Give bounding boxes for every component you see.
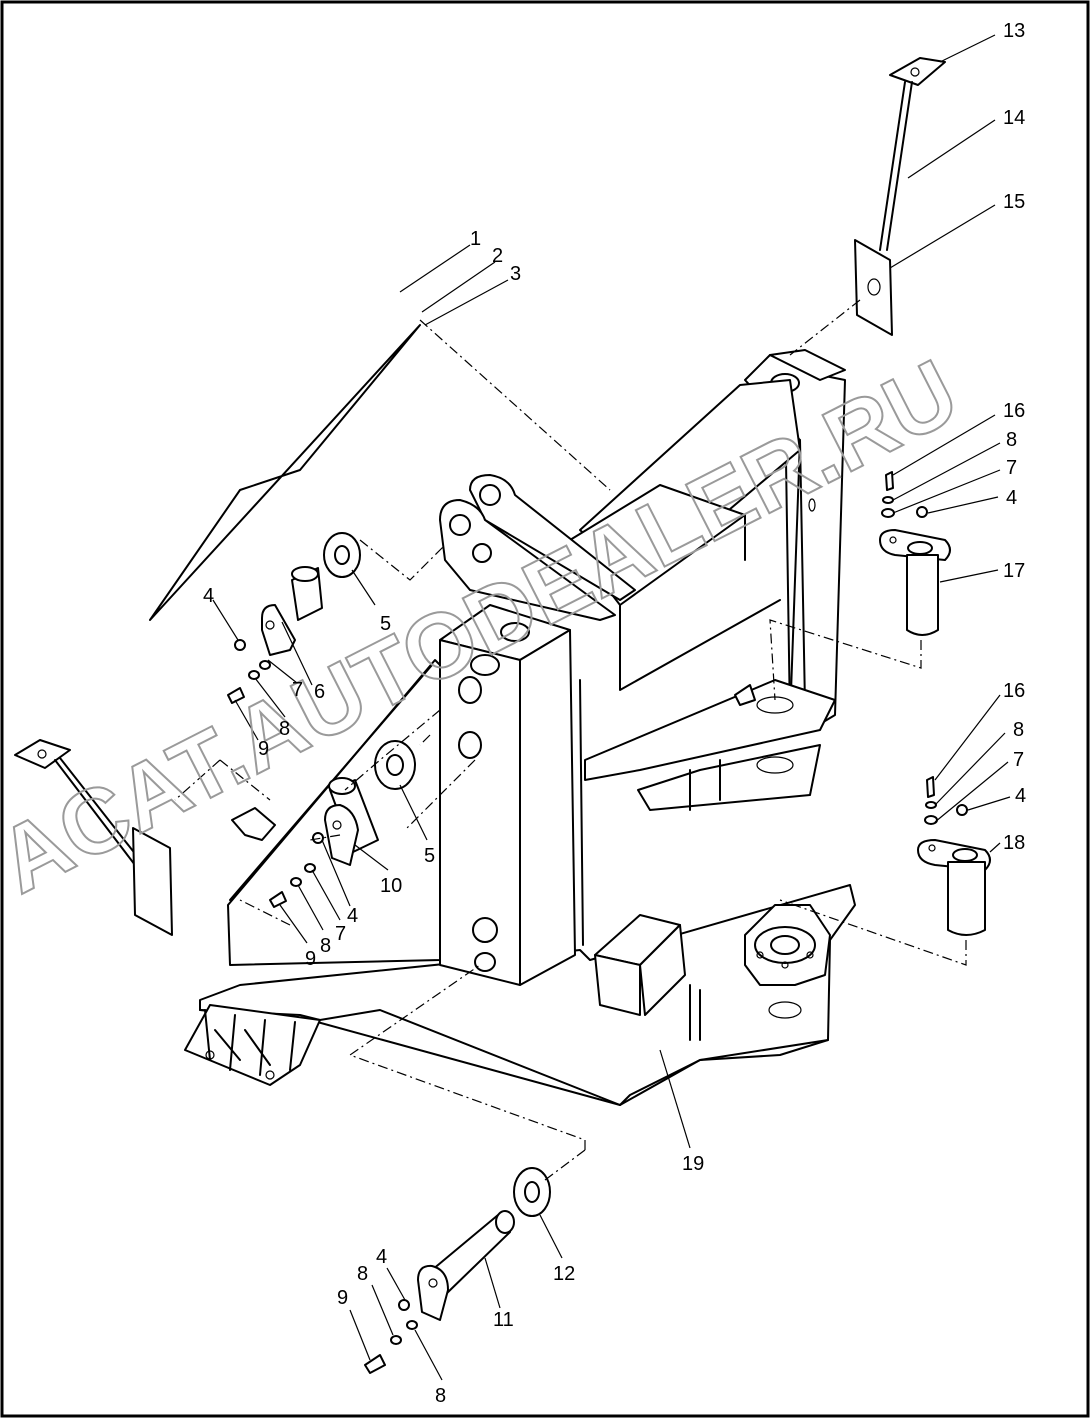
right-bearing-plate [744, 904, 831, 1019]
callout-10: 10 [380, 875, 402, 897]
callout-9c: 9 [337, 1287, 348, 1309]
assembly-lines [174, 299, 967, 1181]
fasteners-bottom [364, 1299, 418, 1374]
callout-4e: 4 [376, 1246, 387, 1268]
callout-8c: 8 [1006, 429, 1017, 451]
callout-8f: 8 [435, 1385, 446, 1407]
callout-16a: 16 [1003, 400, 1025, 422]
base-bracket [594, 914, 701, 1041]
link-plates [439, 474, 636, 621]
callout-7b: 7 [335, 923, 346, 945]
part-5-washer-upper [323, 532, 361, 578]
callout-6: 6 [314, 681, 325, 703]
callout-19: 19 [682, 1153, 704, 1175]
callout-12: 12 [553, 1263, 575, 1285]
part-15-plate [854, 239, 893, 336]
part-17-bushing [879, 529, 951, 636]
callout-labels: 1 2 3 4 5 6 7 8 9 4 7 8 9 10 5 13 14 15 … [203, 20, 1026, 1407]
part-5-washer-middle [374, 740, 416, 790]
callout-5a: 5 [380, 613, 391, 635]
leader-lines [212, 34, 1011, 1381]
callout-2: 2 [492, 245, 503, 267]
callout-8b: 8 [320, 935, 331, 957]
part-6-pin [261, 566, 323, 656]
callout-4a: 4 [203, 585, 214, 607]
middle-shelves [584, 679, 836, 811]
left-foot [184, 1004, 321, 1086]
fasteners-right-lower [924, 776, 968, 825]
part-12-washer [513, 1167, 551, 1217]
callout-11: 11 [493, 1309, 514, 1331]
callout-8d: 8 [1013, 719, 1024, 741]
fasteners-upper-left [227, 639, 271, 704]
callout-3: 3 [510, 263, 521, 285]
front-column [439, 604, 584, 986]
callout-4b: 4 [347, 905, 358, 927]
part-18-bushing [917, 839, 991, 936]
callout-7d: 7 [1013, 749, 1024, 771]
callout-4d: 4 [1015, 785, 1026, 807]
callout-14: 14 [1003, 107, 1025, 129]
callout-9b: 9 [305, 948, 316, 970]
callout-9a: 9 [258, 738, 269, 760]
part-13-plate [889, 57, 946, 86]
callout-8a: 8 [279, 718, 290, 740]
callout-18: 18 [1003, 832, 1025, 854]
callout-16b: 16 [1003, 680, 1025, 702]
callout-8e: 8 [357, 1263, 368, 1285]
fasteners-middle [269, 832, 324, 908]
callout-7a: 7 [292, 679, 303, 701]
part-14-rod [879, 81, 913, 251]
callout-4c: 4 [1006, 487, 1017, 509]
part-11-pin [417, 1210, 515, 1321]
callout-5b: 5 [424, 845, 435, 867]
left-bracket-assembly [14, 739, 276, 936]
callout-13: 13 [1003, 20, 1025, 42]
callout-7c: 7 [1006, 457, 1017, 479]
callout-1: 1 [470, 228, 481, 250]
part-10-pin [324, 777, 379, 866]
callout-15: 15 [1003, 191, 1025, 213]
cover-plate [149, 324, 421, 621]
callout-17: 17 [1003, 560, 1025, 582]
